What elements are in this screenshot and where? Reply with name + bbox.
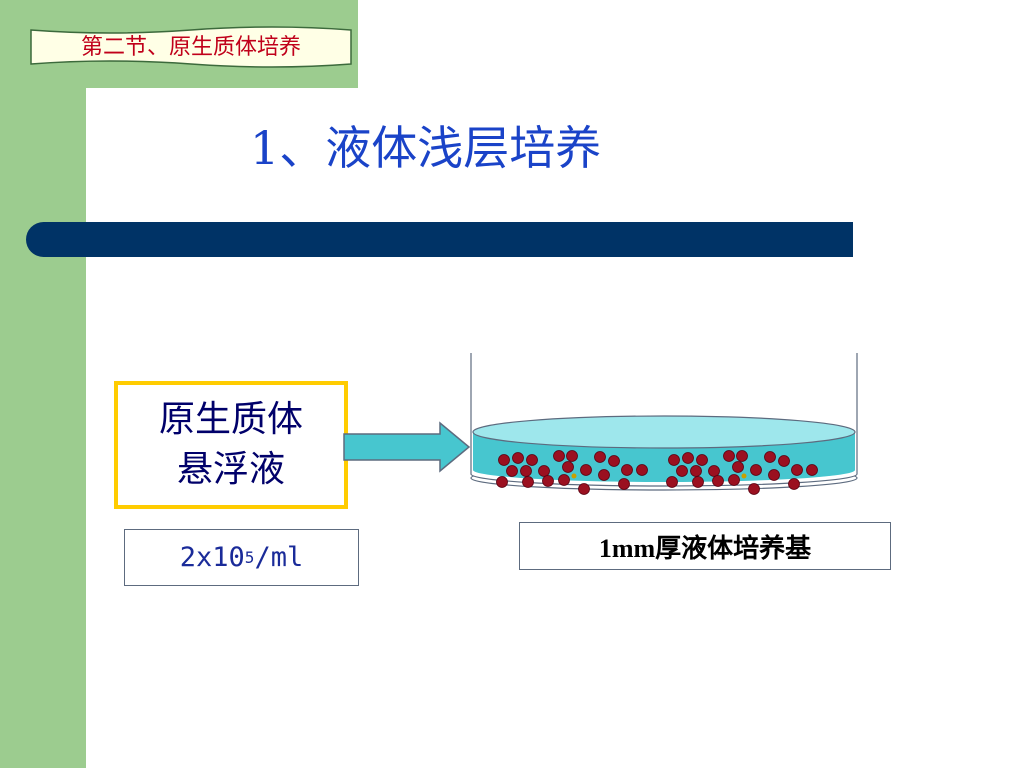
concentration-suffix: /ml: [254, 542, 304, 573]
concentration-exponent: 5: [244, 548, 255, 567]
scroll-banner-icon: [30, 26, 352, 68]
right-arrow-icon: [343, 421, 471, 473]
section-tag: 第二节、原生质体培养: [29, 26, 353, 70]
petri-dish-icon: [470, 353, 858, 495]
concentration-prefix: 2x10: [179, 542, 245, 573]
protoplast-cells: [496, 450, 818, 495]
title-underline-bar: [26, 222, 853, 257]
section-tag-text: 第二节、原生质体培养: [80, 35, 301, 60]
medium-label-box: 1mm厚液体培养基: [519, 522, 891, 570]
suspension-label-box: 原生质体 悬浮液: [114, 381, 348, 509]
slide-frame-left: [0, 0, 86, 768]
suspension-label-line1: 原生质体: [158, 399, 303, 440]
medium-label: 1mm厚液体培养基: [598, 533, 812, 563]
slide-content-corner: [86, 88, 206, 208]
suspension-label-line2: 悬浮液: [176, 449, 285, 490]
slide-title: 1、液体浅层培养: [250, 121, 602, 175]
